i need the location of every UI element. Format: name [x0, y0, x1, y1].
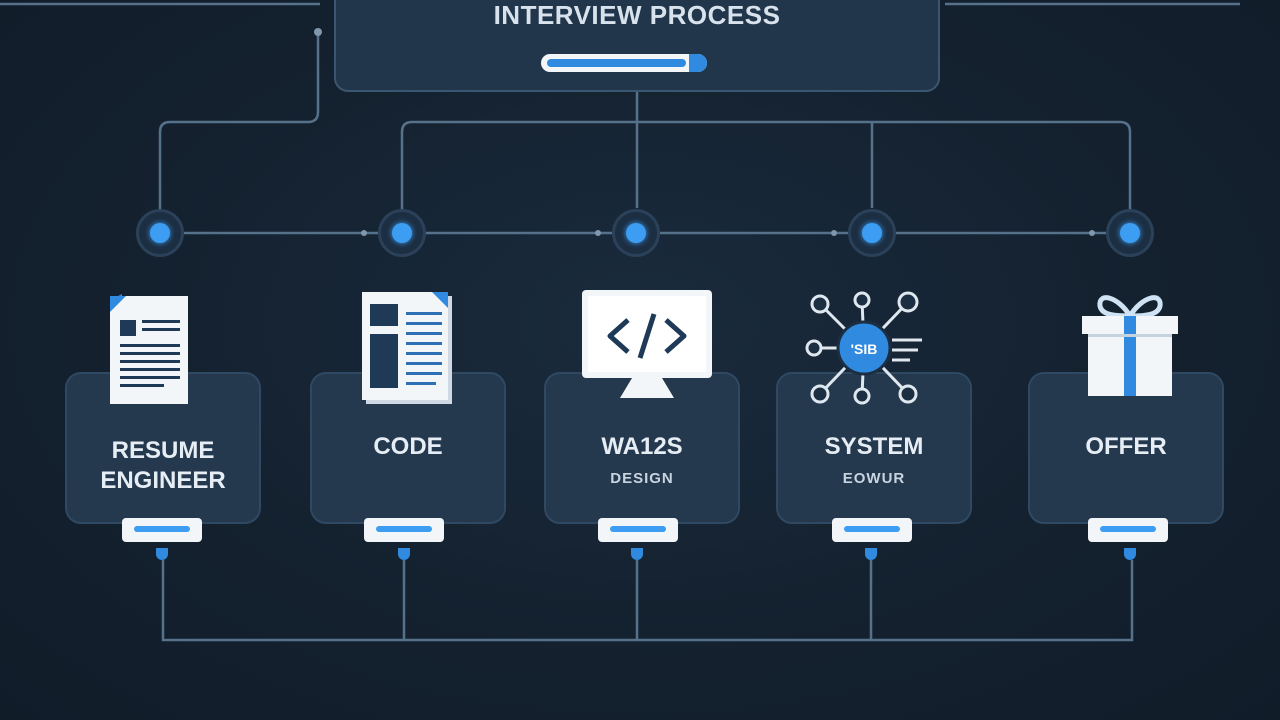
connector-pin-2: [398, 548, 410, 560]
stage-label: OFFER: [1085, 433, 1167, 460]
connector-pin-5: [1124, 548, 1136, 560]
stage-node-3[interactable]: [612, 209, 660, 257]
code-document-icon: [362, 292, 452, 404]
hub-label: 'SIB: [851, 341, 878, 357]
stage-node-4[interactable]: [848, 209, 896, 257]
stage-sublabel: DESIGN: [610, 470, 674, 487]
code-monitor-icon: [582, 290, 712, 398]
progress-cap: [689, 54, 707, 72]
connector-pin-1: [156, 548, 168, 560]
stage-label: RESUME ENGINEER: [100, 437, 226, 494]
stage-tab-2: [364, 518, 444, 542]
stage-card-offer[interactable]: OFFER: [1028, 372, 1224, 524]
stage-tab-1: [122, 518, 202, 542]
stage-tab-4: [832, 518, 912, 542]
stage-node-2[interactable]: [378, 209, 426, 257]
network-hub-icon: 'SIB: [805, 291, 922, 405]
stage-label: WA12S: [601, 433, 683, 460]
stage-sublabel: EOWUR: [842, 470, 906, 487]
gift-box-icon: [1082, 295, 1178, 396]
process-progress-bar: [541, 54, 707, 72]
connector-pin-3: [631, 548, 643, 560]
page-title: INTERVIEW PROCESS: [493, 0, 781, 30]
stage-tab-3: [598, 518, 678, 542]
stage-label: CODE: [373, 433, 443, 460]
stage-node-1[interactable]: [136, 209, 184, 257]
stage-node-5[interactable]: [1106, 209, 1154, 257]
stage-label: SYSTEM: [824, 433, 924, 460]
stage-tab-5: [1088, 518, 1168, 542]
title-panel: INTERVIEW PROCESS: [334, 0, 940, 92]
connector-pin-4: [865, 548, 877, 560]
stage-card-system[interactable]: SYSTEM EOWUR: [776, 372, 972, 524]
progress-fill: [547, 59, 686, 67]
resume-document-icon: [110, 294, 188, 404]
